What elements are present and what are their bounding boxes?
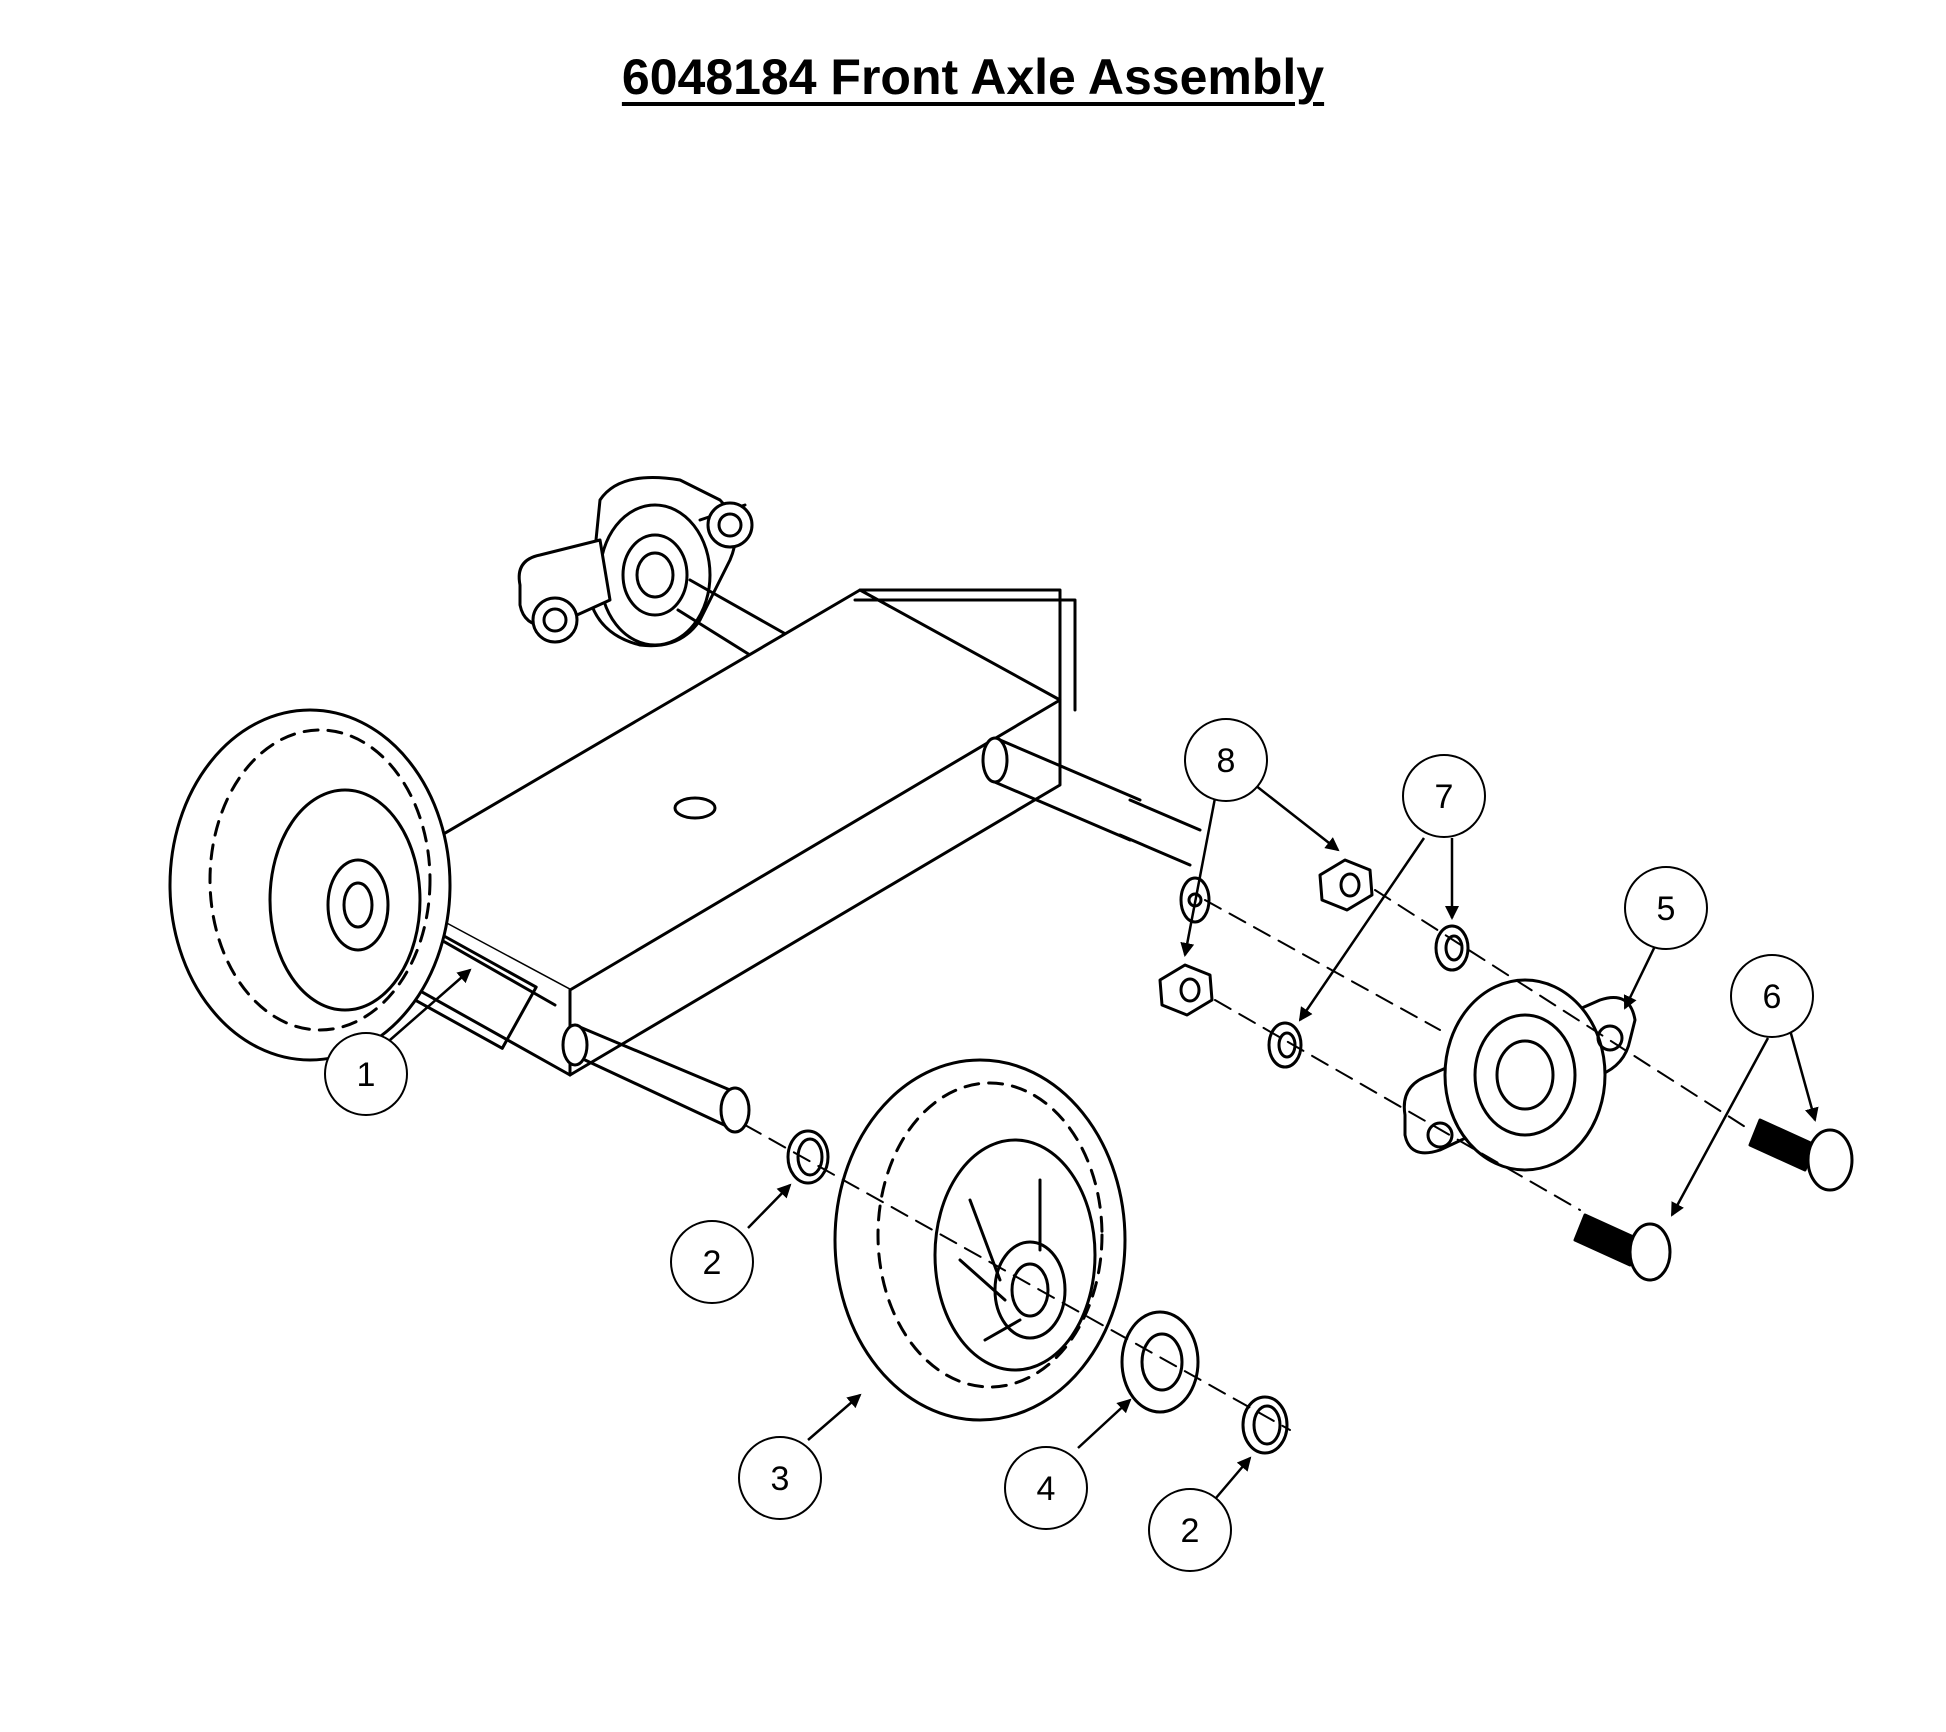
leader-7a: [1298, 837, 1426, 1022]
leader-8a: [1180, 797, 1217, 957]
callout-7-label: 7: [1435, 778, 1454, 816]
lock-washer-2: [1434, 924, 1470, 972]
callout-8: 8: [1184, 718, 1268, 802]
left-spindle: [561, 1023, 751, 1134]
callout-8-label: 8: [1217, 742, 1236, 780]
back-wheel: [168, 708, 452, 1062]
right-spindle: [981, 736, 1211, 924]
callout-4: 4: [1004, 1446, 1088, 1530]
carriage-bolt-2: [1748, 1118, 1854, 1192]
callout-2b-label: 2: [1181, 1512, 1200, 1550]
leader-2a: [747, 1183, 792, 1229]
callout-6: 6: [1730, 954, 1814, 1038]
callout-1: 1: [324, 1032, 408, 1116]
diagram-title: 6048184 Front Axle Assembly: [621, 49, 1325, 105]
leader-8b: [1254, 784, 1340, 852]
callout-7: 7: [1402, 754, 1486, 838]
callout-5-label: 5: [1657, 890, 1676, 928]
callout-3-label: 3: [771, 1460, 790, 1498]
snap-ring-1: [786, 1129, 830, 1185]
callout-5: 5: [1624, 866, 1708, 950]
lock-washer-1: [1267, 1021, 1303, 1069]
assembly-centerlines: [744, 889, 1751, 1431]
leader-2b: [1209, 1456, 1252, 1506]
leader-3: [807, 1393, 862, 1441]
front-wheel: [833, 1058, 1127, 1422]
hex-nut-2: [1318, 858, 1374, 912]
callout-2a: 2: [670, 1220, 754, 1304]
hex-nut-1: [1158, 963, 1214, 1017]
flange-bearing: [1402, 978, 1637, 1172]
leader-lines: [389, 784, 1819, 1506]
callout-6-label: 6: [1763, 978, 1782, 1016]
callout-3: 3: [738, 1436, 822, 1520]
leader-6b: [1788, 1029, 1819, 1122]
flat-washer: [1120, 1310, 1200, 1414]
axle-frame: [334, 588, 1077, 1077]
callout-2a-label: 2: [703, 1244, 722, 1282]
leader-1: [389, 968, 472, 1041]
leader-4: [1077, 1398, 1132, 1449]
callout-2b: 2: [1148, 1488, 1232, 1572]
leader-5: [1623, 939, 1660, 1010]
callout-1-label: 1: [357, 1056, 376, 1094]
carriage-bolt-1: [1573, 1213, 1672, 1282]
rear-pivot-bracket: [517, 476, 754, 648]
snap-ring-2: [1241, 1395, 1289, 1455]
leader-6a: [1670, 1037, 1770, 1217]
callout-4-label: 4: [1037, 1470, 1056, 1508]
